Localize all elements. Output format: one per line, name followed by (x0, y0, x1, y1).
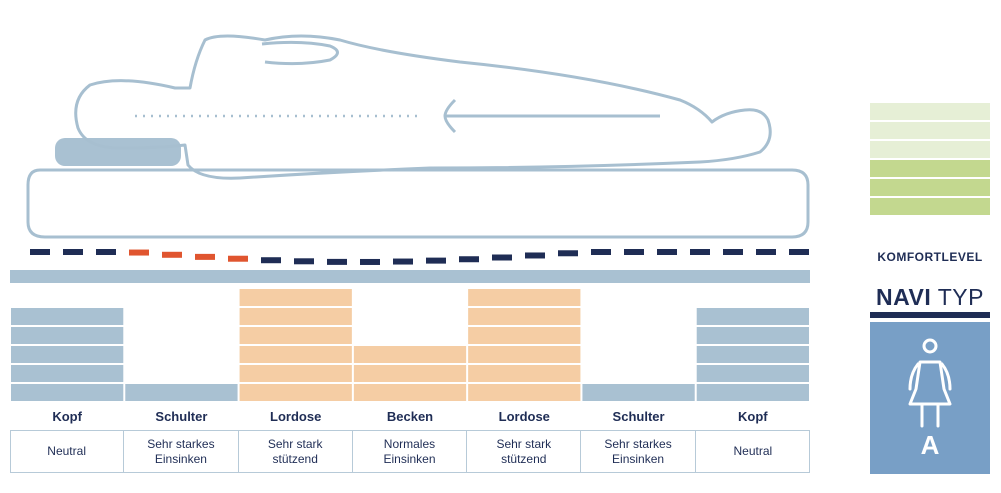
support-dash (723, 249, 743, 255)
zone-block-step (468, 365, 581, 382)
navi-suffix: TYP (937, 284, 984, 310)
support-dash (591, 249, 611, 255)
zone-description: Sehr stark stützend (239, 430, 353, 473)
support-dash (624, 249, 644, 255)
zone-block-step (11, 346, 124, 363)
zone-block-step (468, 308, 581, 325)
zone-name: Lordose (498, 409, 550, 424)
zone-name: Lordose (270, 409, 322, 424)
zone-description: Neutral (733, 444, 773, 458)
support-dash (789, 249, 809, 255)
zone-block-step (11, 308, 124, 325)
support-dash (327, 258, 347, 265)
zone-block-step (11, 365, 124, 382)
support-dash (96, 249, 116, 255)
support-dash (129, 249, 149, 256)
zone-block-step (239, 327, 352, 344)
support-dash (525, 252, 545, 259)
base-bar (10, 270, 810, 283)
zone-blocks (11, 289, 809, 401)
support-dash-line (30, 249, 809, 265)
support-dash (294, 258, 314, 265)
zone-block-step (239, 384, 352, 401)
support-dash (63, 249, 83, 255)
support-dash (195, 253, 215, 260)
navi-type-box (870, 322, 990, 474)
zone-block-step (11, 327, 124, 344)
zone-block-step (239, 289, 352, 306)
navi-type-letter: A (920, 430, 940, 460)
support-dash (690, 249, 710, 255)
navi-typ-heading: NAVI TYP (870, 284, 990, 311)
support-dash (492, 254, 512, 261)
pillow (55, 138, 181, 166)
zone-block-step (468, 289, 581, 306)
support-dash (261, 257, 281, 264)
zone-description-row (10, 430, 810, 473)
support-dash (360, 258, 380, 265)
zone-block-step (125, 384, 238, 401)
support-dash (657, 249, 677, 255)
zone-block-step (696, 365, 809, 382)
zone-description: Sehr stark stützend (467, 430, 582, 473)
zone-name: Kopf (52, 409, 82, 424)
zone-name: Becken (386, 409, 434, 424)
person-icon (908, 338, 952, 428)
zone-block-step (11, 384, 124, 401)
navi-brand: NAVI (876, 284, 932, 310)
zone-block-step (353, 346, 467, 363)
zone-description: Normales Einsinken (353, 430, 468, 473)
mattress-outline (26, 168, 810, 239)
zone-block-step (696, 346, 809, 363)
zone-name: Schulter (612, 409, 665, 424)
zone-block-step (239, 365, 352, 382)
zone-name: Schulter (155, 409, 208, 424)
zone-block-step (696, 384, 809, 401)
support-dash (756, 249, 776, 255)
support-dash (162, 251, 182, 258)
zone-block-step (468, 384, 581, 401)
support-dash (30, 249, 50, 255)
zone-block-step (353, 384, 467, 401)
support-dash (426, 257, 446, 264)
support-dash (393, 258, 413, 265)
zone-description: Sehr starkes Einsinken (124, 430, 239, 473)
zone-description: Sehr starkes Einsinken (581, 430, 696, 473)
zone-block-step (239, 308, 352, 325)
navi-type-bar (870, 312, 990, 318)
body-outline (74, 34, 772, 180)
arm-outline (261, 40, 339, 66)
zone-block-step (353, 365, 467, 382)
support-dash (228, 255, 248, 262)
arrow-icon (443, 98, 660, 134)
zone-block-step (582, 384, 695, 401)
comfort-label: KOMFORTLEVEL (877, 250, 983, 264)
support-dash (558, 250, 578, 257)
zone-description: Neutral (10, 430, 125, 473)
zone-block-step (239, 346, 352, 363)
zone-block-step (696, 308, 809, 325)
zone-name: Kopf (738, 409, 768, 424)
zone-block-step (468, 346, 581, 363)
zone-block-step (468, 327, 581, 344)
zone-block-step (696, 327, 809, 344)
support-dash (459, 256, 479, 263)
